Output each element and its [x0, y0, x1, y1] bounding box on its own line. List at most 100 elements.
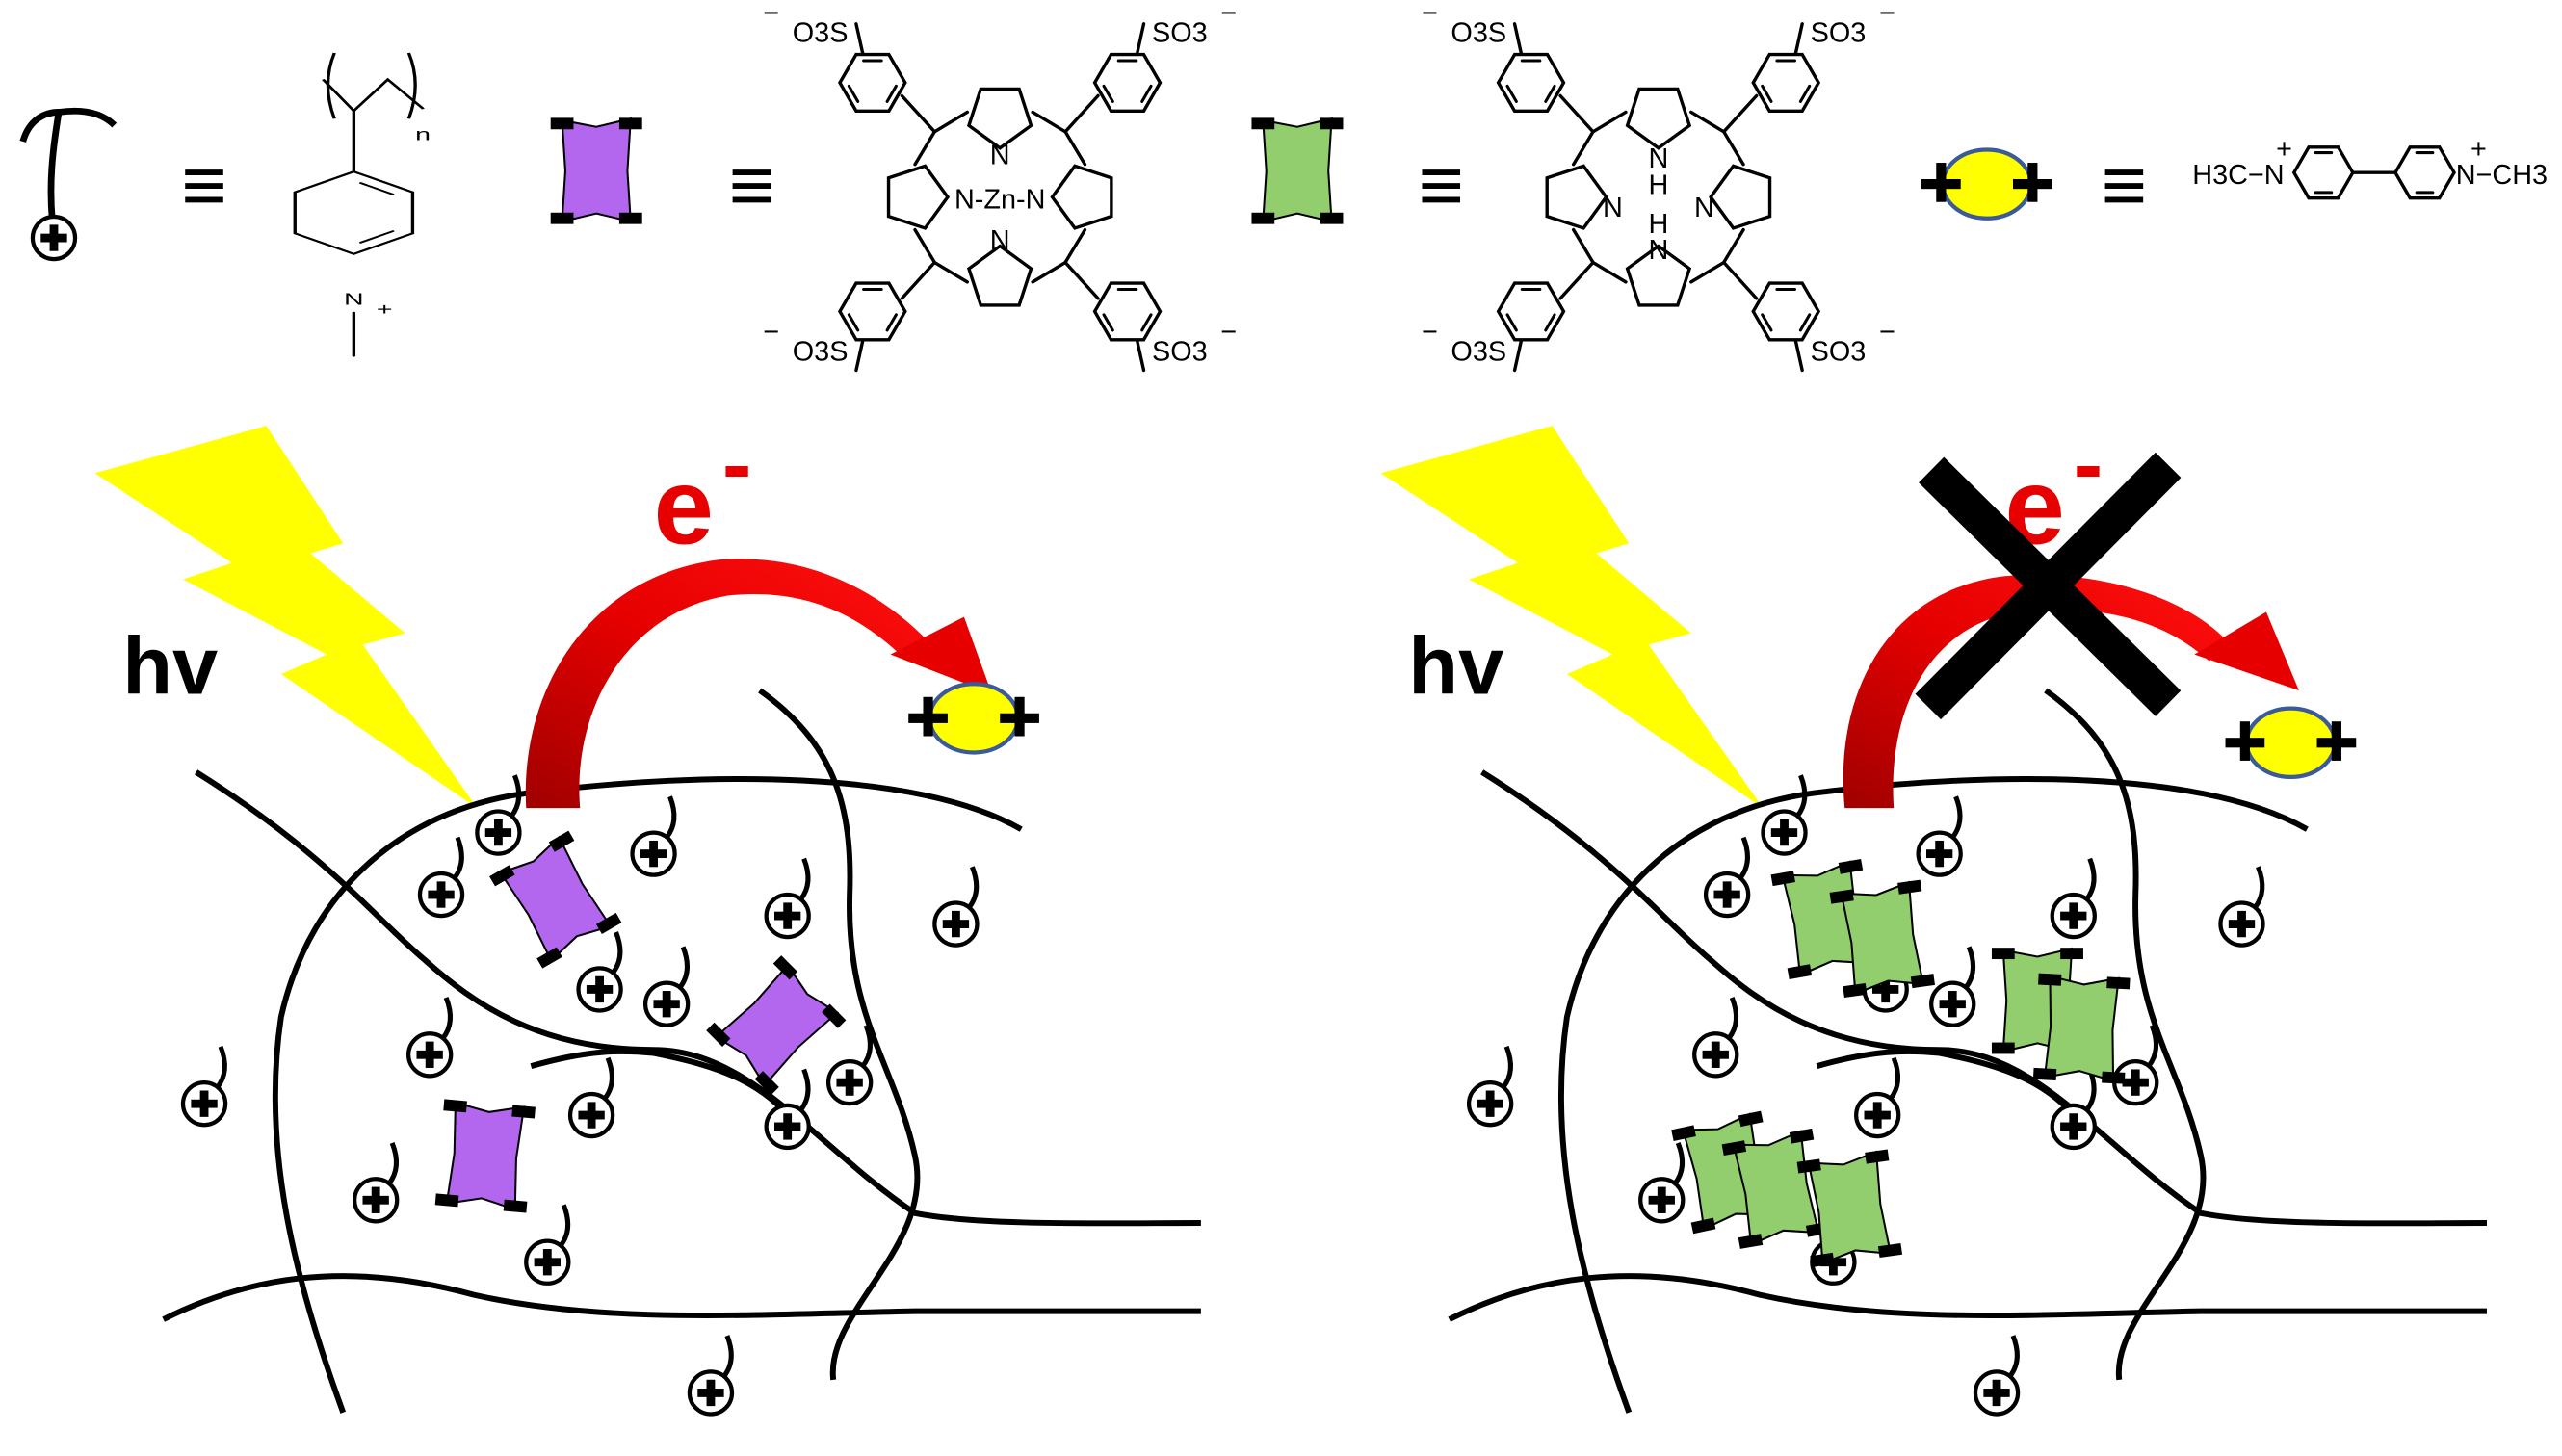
pyrrole-ring: [886, 164, 951, 230]
minus-icon: [1843, 982, 1868, 999]
cationic-group: [353, 1141, 400, 1224]
electron-transfer-arrow: [525, 559, 992, 809]
arrow-head: [2194, 611, 2299, 690]
double-bond: [847, 84, 860, 103]
double-bond: [1140, 84, 1153, 103]
minus-icon: [2106, 976, 2131, 990]
bond: [913, 227, 937, 265]
tether-line: [611, 931, 623, 975]
electron-label: e: [654, 446, 714, 566]
polymer-backbone: [321, 77, 425, 114]
charge-label: −: [1220, 0, 1237, 29]
tether-line: [1795, 774, 1808, 819]
tether-line: [665, 795, 677, 840]
charge-label: +: [377, 300, 393, 319]
charge-label: −: [1879, 0, 1895, 29]
arrow-head: [890, 616, 992, 694]
benzene-ring: [293, 170, 415, 255]
zn-porphyrin-icon: [434, 1099, 536, 1213]
charge-label: −: [1422, 317, 1438, 348]
viologen-right-label: N−CH3: [2456, 160, 2548, 191]
double-bond: [1505, 313, 1518, 332]
plus-icon: [587, 1102, 596, 1129]
minus-icon: [1787, 964, 1813, 980]
charge-label: +: [2276, 134, 2292, 165]
nitrogen-label: N: [1694, 193, 1714, 223]
minus-icon: [618, 212, 642, 224]
minus-icon: [550, 212, 574, 224]
bond: [1793, 22, 1804, 56]
minus-icon: [2032, 1067, 2057, 1080]
pyrrole-ring: [1625, 87, 1692, 150]
minus-icon: [1738, 1234, 1764, 1249]
cationic-group: [932, 866, 980, 948]
tether-line: [2084, 857, 2097, 901]
tether-line: [721, 1335, 734, 1379]
bond: [1722, 260, 1759, 300]
minus-icon: [503, 1199, 528, 1213]
tether-line: [452, 836, 464, 880]
plus-icon: [1485, 1090, 1495, 1117]
cationic-group: [1703, 836, 1751, 919]
plus-icon: [783, 1113, 793, 1140]
pyrrole-ring: [966, 87, 1033, 150]
tether-line: [2007, 1335, 2020, 1379]
benzene-ring: [1496, 281, 1566, 342]
charge-label: +: [2470, 134, 2487, 165]
cationic-group: [405, 996, 454, 1079]
cationic-group: [764, 1068, 811, 1151]
bond: [1558, 260, 1595, 300]
benzene-ring: [1496, 52, 1566, 113]
plus-icon: [1936, 163, 1947, 202]
tether-line: [602, 1056, 614, 1101]
minus-icon: [548, 830, 575, 852]
benzene-ring: [2393, 145, 2456, 200]
sulfonate-label: O3S: [793, 336, 849, 367]
plus-icon: [2131, 1069, 2140, 1096]
cationic-group: [687, 1335, 735, 1417]
bond: [913, 130, 937, 167]
cationic-group: [630, 795, 677, 877]
sulfonate-label: SO3: [1811, 18, 1867, 49]
tether-line: [860, 1024, 873, 1068]
porphyrin-shape: [2043, 975, 2120, 1082]
cationic-group: [417, 836, 465, 919]
tether-line: [1950, 795, 1963, 840]
plus-icon: [371, 1186, 380, 1213]
polymer-chain: [194, 769, 1201, 1227]
porphyrin-shape: [499, 835, 613, 963]
double-bond: [1505, 84, 1518, 103]
bond: [900, 260, 937, 300]
porphyrin-shape: [445, 1101, 526, 1211]
polymer-chain: [2044, 688, 2207, 1381]
arrow-body: [1843, 574, 2231, 809]
light-label: hv: [1408, 619, 1503, 711]
bond: [1031, 110, 1067, 134]
bond: [932, 110, 969, 134]
minus-icon: [1991, 1042, 2015, 1054]
pyrrole-ring: [1709, 164, 1772, 230]
electron-charge-label: -: [2074, 415, 2104, 513]
cationic-group: [180, 1045, 228, 1128]
minus-icon: [443, 1099, 467, 1113]
tether-line: [1738, 836, 1750, 880]
legend-row: ≡nN+≡SO3−SO3−O3S−O3S−N-Zn-NNN≡SO3−SO3−O3…: [19, 0, 2548, 373]
minus-icon: [595, 912, 622, 934]
plus-icon: [49, 224, 59, 251]
charge-label: −: [763, 317, 779, 348]
cationic-group: [2112, 1024, 2159, 1106]
cationic-group: [30, 214, 78, 262]
pyrrole-ring: [966, 244, 1033, 307]
polymer-chain: [1816, 1048, 2089, 1133]
minus-icon: [434, 1193, 459, 1208]
polymer-chain: [1448, 1273, 2487, 1322]
tether-line: [1963, 946, 1976, 990]
plus-icon: [1711, 1041, 1720, 1068]
sulfonate-label: SO3: [1152, 18, 1208, 49]
pyrrole-ring: [1625, 244, 1692, 307]
lightning-bolt-icon: [1380, 426, 1764, 809]
minus-icon: [550, 117, 574, 130]
tether-line: [558, 1204, 571, 1248]
plus-icon: [1992, 1379, 2001, 1407]
plus-icon: [649, 840, 658, 868]
